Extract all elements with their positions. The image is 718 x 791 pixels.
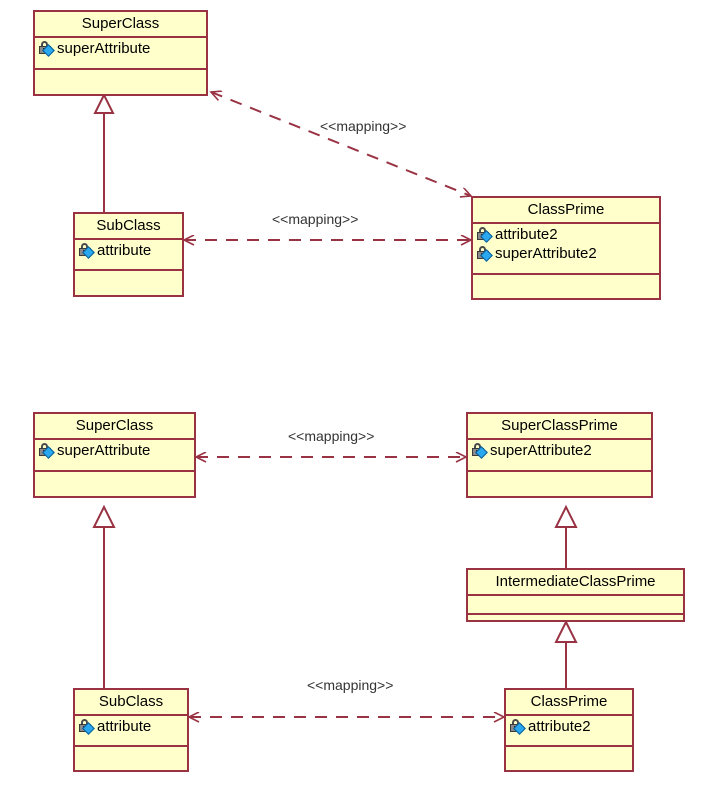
- operations-compartment: [35, 70, 206, 90]
- protected-lock-icon: [475, 245, 494, 262]
- operations-compartment: [506, 747, 632, 767]
- attribute-label: attribute: [97, 242, 152, 259]
- operations-compartment: [75, 747, 187, 767]
- attribute-label: superAttribute2: [495, 245, 597, 262]
- class-box-superclass-upper[interactable]: SuperClass superAttribute: [33, 10, 208, 96]
- class-name: SuperClassPrime: [468, 414, 651, 440]
- attribute-row: attribute: [75, 717, 187, 736]
- operations-compartment: [75, 271, 182, 291]
- upper-generalization-connector: [93, 92, 115, 212]
- protected-lock-icon: [470, 442, 489, 459]
- class-name: SuperClass: [35, 12, 206, 38]
- class-box-intermediateclassprime-lower[interactable]: IntermediateClassPrime: [466, 568, 685, 622]
- attributes-compartment: superAttribute2: [468, 440, 651, 472]
- attributes-compartment: attribute2: [506, 716, 632, 747]
- class-box-classprime-lower[interactable]: ClassPrime attribute2: [504, 688, 634, 772]
- protected-lock-icon: [475, 226, 494, 243]
- protected-lock-icon: [508, 718, 527, 735]
- attribute-row: superAttribute2: [473, 244, 659, 263]
- class-name: ClassPrime: [473, 198, 659, 224]
- attributes-compartment: superAttribute: [35, 38, 206, 70]
- operations-compartment: [473, 275, 659, 295]
- class-name: IntermediateClassPrime: [468, 570, 683, 596]
- attribute-row: superAttribute: [35, 441, 194, 460]
- lower-generalization-classprime-connector: [554, 619, 578, 688]
- attribute-label: attribute: [97, 718, 152, 735]
- class-box-subclass-upper[interactable]: SubClass attribute: [73, 212, 184, 297]
- attribute-row: attribute: [75, 241, 182, 260]
- protected-lock-icon: [77, 718, 96, 735]
- class-box-subclass-lower[interactable]: SubClass attribute: [73, 688, 189, 772]
- class-name: ClassPrime: [506, 690, 632, 716]
- attribute-label: attribute2: [495, 226, 558, 243]
- protected-lock-icon: [77, 242, 96, 259]
- attribute-label: attribute2: [528, 718, 591, 735]
- attributes-compartment: superAttribute: [35, 440, 194, 472]
- attribute-label: superAttribute2: [490, 442, 592, 459]
- protected-lock-icon: [37, 442, 56, 459]
- class-box-superclassprime-lower[interactable]: SuperClassPrime superAttribute2: [466, 412, 653, 498]
- stereotype-label-mapping-upper-horizontal: <<mapping>>: [272, 211, 359, 227]
- class-name: SubClass: [75, 214, 182, 240]
- attributes-compartment: attribute: [75, 240, 182, 271]
- stereotype-label-mapping-lower-bottom: <<mapping>>: [307, 677, 394, 693]
- stereotype-label-mapping-lower-top: <<mapping>>: [288, 428, 375, 444]
- attribute-row: superAttribute: [35, 39, 206, 58]
- attribute-label: superAttribute: [57, 442, 151, 459]
- attributes-compartment: [468, 596, 683, 615]
- class-box-superclass-lower[interactable]: SuperClass superAttribute: [33, 412, 196, 498]
- operations-compartment: [468, 615, 683, 631]
- stereotype-label-mapping-upper-diagonal: <<mapping>>: [320, 118, 407, 134]
- attribute-row: superAttribute2: [468, 441, 651, 460]
- attribute-row: attribute2: [506, 717, 632, 736]
- class-name: SuperClass: [35, 414, 194, 440]
- lower-generalization-left-connector: [92, 504, 116, 688]
- lower-generalization-intermediate-connector: [554, 504, 578, 568]
- upper-mapping-diagonal-connector: [211, 92, 471, 196]
- attributes-compartment: attribute2 superAttribute2: [473, 224, 659, 275]
- class-name: SubClass: [75, 690, 187, 716]
- operations-compartment: [468, 472, 651, 492]
- class-box-classprime-upper[interactable]: ClassPrime attribute2 superAttribute2: [471, 196, 661, 300]
- attribute-row: attribute2: [473, 225, 659, 244]
- protected-lock-icon: [37, 40, 56, 57]
- operations-compartment: [35, 472, 194, 492]
- attributes-compartment: attribute: [75, 716, 187, 747]
- attribute-label: superAttribute: [57, 40, 151, 57]
